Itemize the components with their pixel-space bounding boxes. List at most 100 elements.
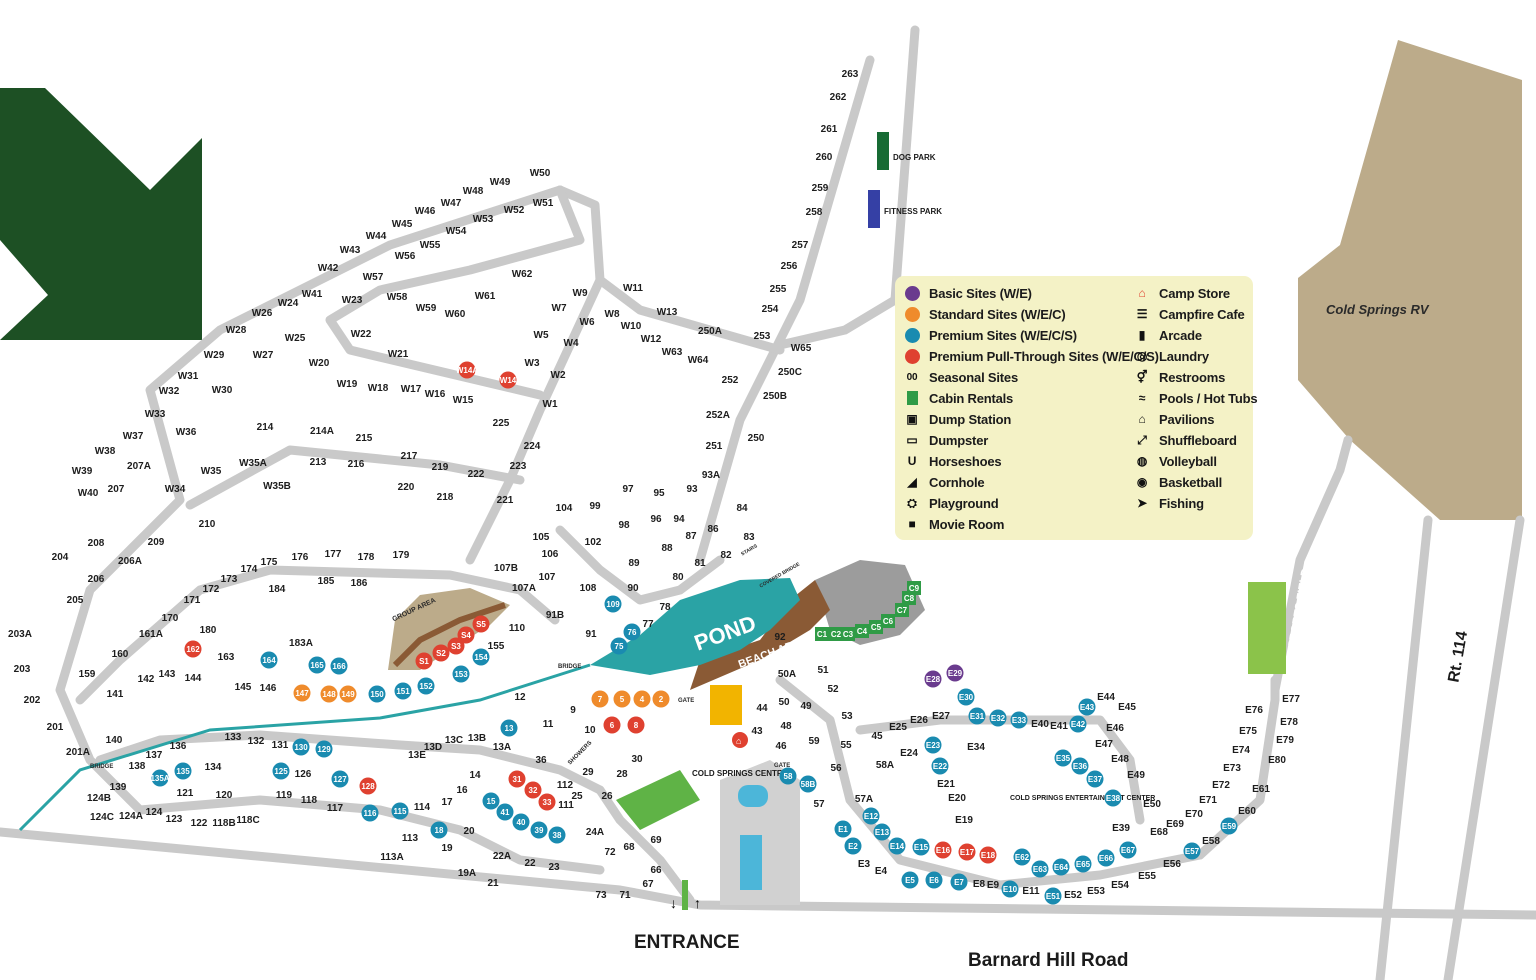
- site-43: 43: [751, 726, 763, 737]
- site-e31: E31: [968, 707, 986, 725]
- site-badge-152: [417, 677, 435, 695]
- site-w22: W22: [351, 329, 372, 340]
- legend-item-premium-pull-through-sites-w-e-c-s-: Premium Pull-Through Sites (W/E/C/S): [903, 346, 1159, 366]
- site-badge-164: [260, 651, 278, 669]
- site-214: 214: [257, 422, 274, 433]
- site-badge-label-e59: E59: [1222, 822, 1237, 831]
- site-9: 9: [570, 705, 576, 716]
- site-e14: E14: [888, 837, 906, 855]
- site-e30: E30: [957, 688, 975, 706]
- site-w52: W52: [504, 205, 525, 216]
- site-118c: 118C: [236, 815, 259, 826]
- site-c6: C6: [881, 614, 895, 628]
- site-13: 13: [500, 719, 518, 737]
- site-e35: E35: [1054, 749, 1072, 767]
- site-w53: W53: [473, 214, 494, 225]
- site-badge-label-s2: S2: [436, 649, 446, 658]
- site-141: 141: [107, 689, 124, 700]
- legend-label: Basic Sites (W/E): [929, 285, 1032, 301]
- site-e69: E69: [1166, 819, 1184, 830]
- site-e73: E73: [1223, 763, 1241, 774]
- beach-area: [690, 580, 830, 690]
- site-badge-e28: [924, 670, 942, 688]
- site-179: 179: [393, 550, 410, 561]
- site-badge-e22: [931, 757, 949, 775]
- group-area: [388, 588, 510, 670]
- site-badge-e35: [1054, 749, 1072, 767]
- site-221: 221: [497, 495, 514, 506]
- site-badge-label-75: 75: [615, 642, 624, 651]
- legend-label: Laundry: [1159, 348, 1209, 364]
- site-badge-label-7: 7: [598, 695, 603, 704]
- site-s4: S4: [457, 626, 475, 644]
- showers-label: SHOWERS: [567, 740, 593, 766]
- site-58a: 58A: [876, 760, 894, 771]
- site-204: 204: [52, 552, 69, 563]
- site-w7: W7: [552, 303, 567, 314]
- site-45: 45: [871, 731, 883, 742]
- site-120: 120: [216, 790, 233, 801]
- site-136: 136: [170, 741, 187, 752]
- site-52: 52: [827, 684, 839, 695]
- site-184: 184: [269, 584, 286, 595]
- site-e71: E71: [1199, 795, 1217, 806]
- site-badge-label-c7: C7: [897, 606, 908, 615]
- site-badge-label-e16: E16: [936, 846, 951, 855]
- site-badge-label-e51: E51: [1046, 892, 1061, 901]
- site-e21: E21: [937, 779, 955, 790]
- site-w38: W38: [95, 446, 116, 457]
- site-36: 36: [535, 755, 547, 766]
- site-badge-116: [361, 804, 379, 822]
- site-badge-e63: [1031, 860, 1049, 878]
- site-134: 134: [205, 762, 222, 773]
- site-19a: 19A: [458, 868, 476, 879]
- site-139: 139: [110, 782, 127, 793]
- site-badge-75: [610, 637, 628, 655]
- site-39: 39: [530, 821, 548, 839]
- site-badge-label-129: 129: [317, 745, 331, 754]
- camp-store-icon: ⌂: [1138, 286, 1146, 300]
- site-97: 97: [622, 484, 634, 495]
- site-w3: W3: [525, 358, 540, 369]
- site-w21: W21: [388, 349, 409, 360]
- site-e67: E67: [1119, 841, 1137, 859]
- site-e19: E19: [955, 815, 973, 826]
- site-26: 26: [601, 791, 613, 802]
- site-c1: C1: [815, 627, 829, 641]
- site-w65: W65: [791, 343, 812, 354]
- legend-item-pavilions: ⌂Pavilions: [1133, 409, 1214, 429]
- group-area-path: [392, 602, 506, 668]
- site-badge-s5: [472, 615, 490, 633]
- site-w44: W44: [366, 231, 387, 242]
- site-86: 86: [707, 524, 719, 535]
- site-badge-label-58: 58: [784, 772, 793, 781]
- site-125: 125: [272, 762, 290, 780]
- site-90: 90: [627, 583, 639, 594]
- site-250a: 250A: [698, 326, 722, 337]
- site-s5: S5: [472, 615, 490, 633]
- site-e72: E72: [1212, 780, 1230, 791]
- site-147: 147: [293, 684, 311, 702]
- site-w62: W62: [512, 269, 533, 280]
- site-201a: 201A: [66, 747, 90, 758]
- site-badge-label-15: 15: [487, 797, 496, 806]
- legend-item-standard-sites-w-e-c-: Standard Sites (W/E/C): [903, 304, 1066, 324]
- site-e75: E75: [1239, 726, 1257, 737]
- site-165: 165: [308, 656, 326, 674]
- site-badge-c4: [855, 624, 869, 638]
- seasonal-glyph-icon: 00: [906, 371, 918, 383]
- site-badge-76: [623, 623, 641, 641]
- site-e58: E58: [1202, 836, 1220, 847]
- legend-label: Standard Sites (W/E/C): [929, 306, 1066, 322]
- site-e79: E79: [1276, 735, 1294, 746]
- site-badge-39: [530, 821, 548, 839]
- shuffleboard-icon: ⤢: [1137, 432, 1147, 447]
- site-119: 119: [276, 790, 293, 801]
- site-badge-e36: [1071, 757, 1089, 775]
- site-33: 33: [538, 793, 556, 811]
- site-w19: W19: [337, 379, 358, 390]
- site-250b: 250B: [763, 391, 787, 402]
- site-badge-e65: [1074, 855, 1092, 873]
- site-48: 48: [780, 721, 792, 732]
- site-e5: E5: [901, 871, 919, 889]
